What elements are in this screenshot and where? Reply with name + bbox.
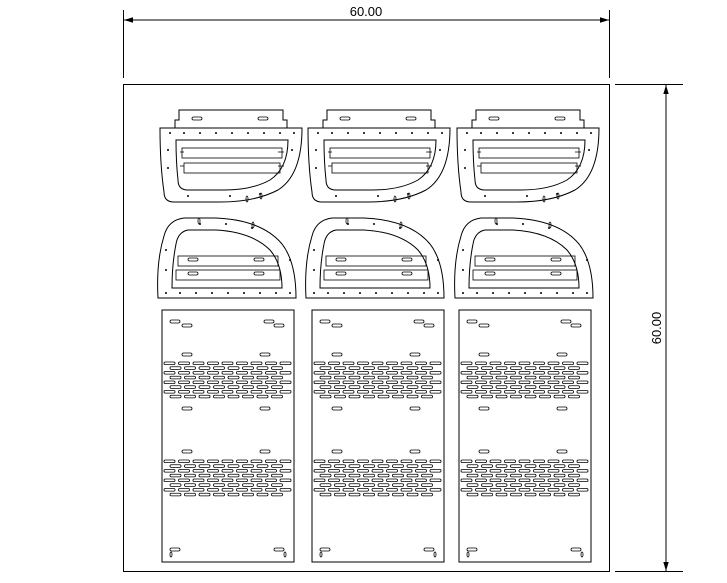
side-panel-bottom — [157, 217, 297, 299]
side-panel-top — [307, 109, 451, 203]
perforated-panel — [311, 309, 445, 563]
side-panel-bottom — [454, 217, 594, 299]
dimension-width: 60.00 — [123, 4, 610, 78]
dimension-width-label: 60.00 — [350, 4, 383, 19]
side-panel-top — [159, 109, 303, 203]
perforated-panel — [161, 309, 295, 563]
perforated-panel — [458, 309, 592, 563]
parts-row-1 — [159, 109, 600, 203]
parts-row-2 — [157, 217, 594, 299]
parts-row-3 — [161, 309, 592, 563]
sheet-border — [123, 84, 610, 572]
side-panel-top — [456, 109, 600, 203]
side-panel-bottom — [305, 217, 445, 299]
dimension-height-label: 60.00 — [649, 312, 664, 345]
dimension-height: 60.00 — [615, 84, 683, 572]
